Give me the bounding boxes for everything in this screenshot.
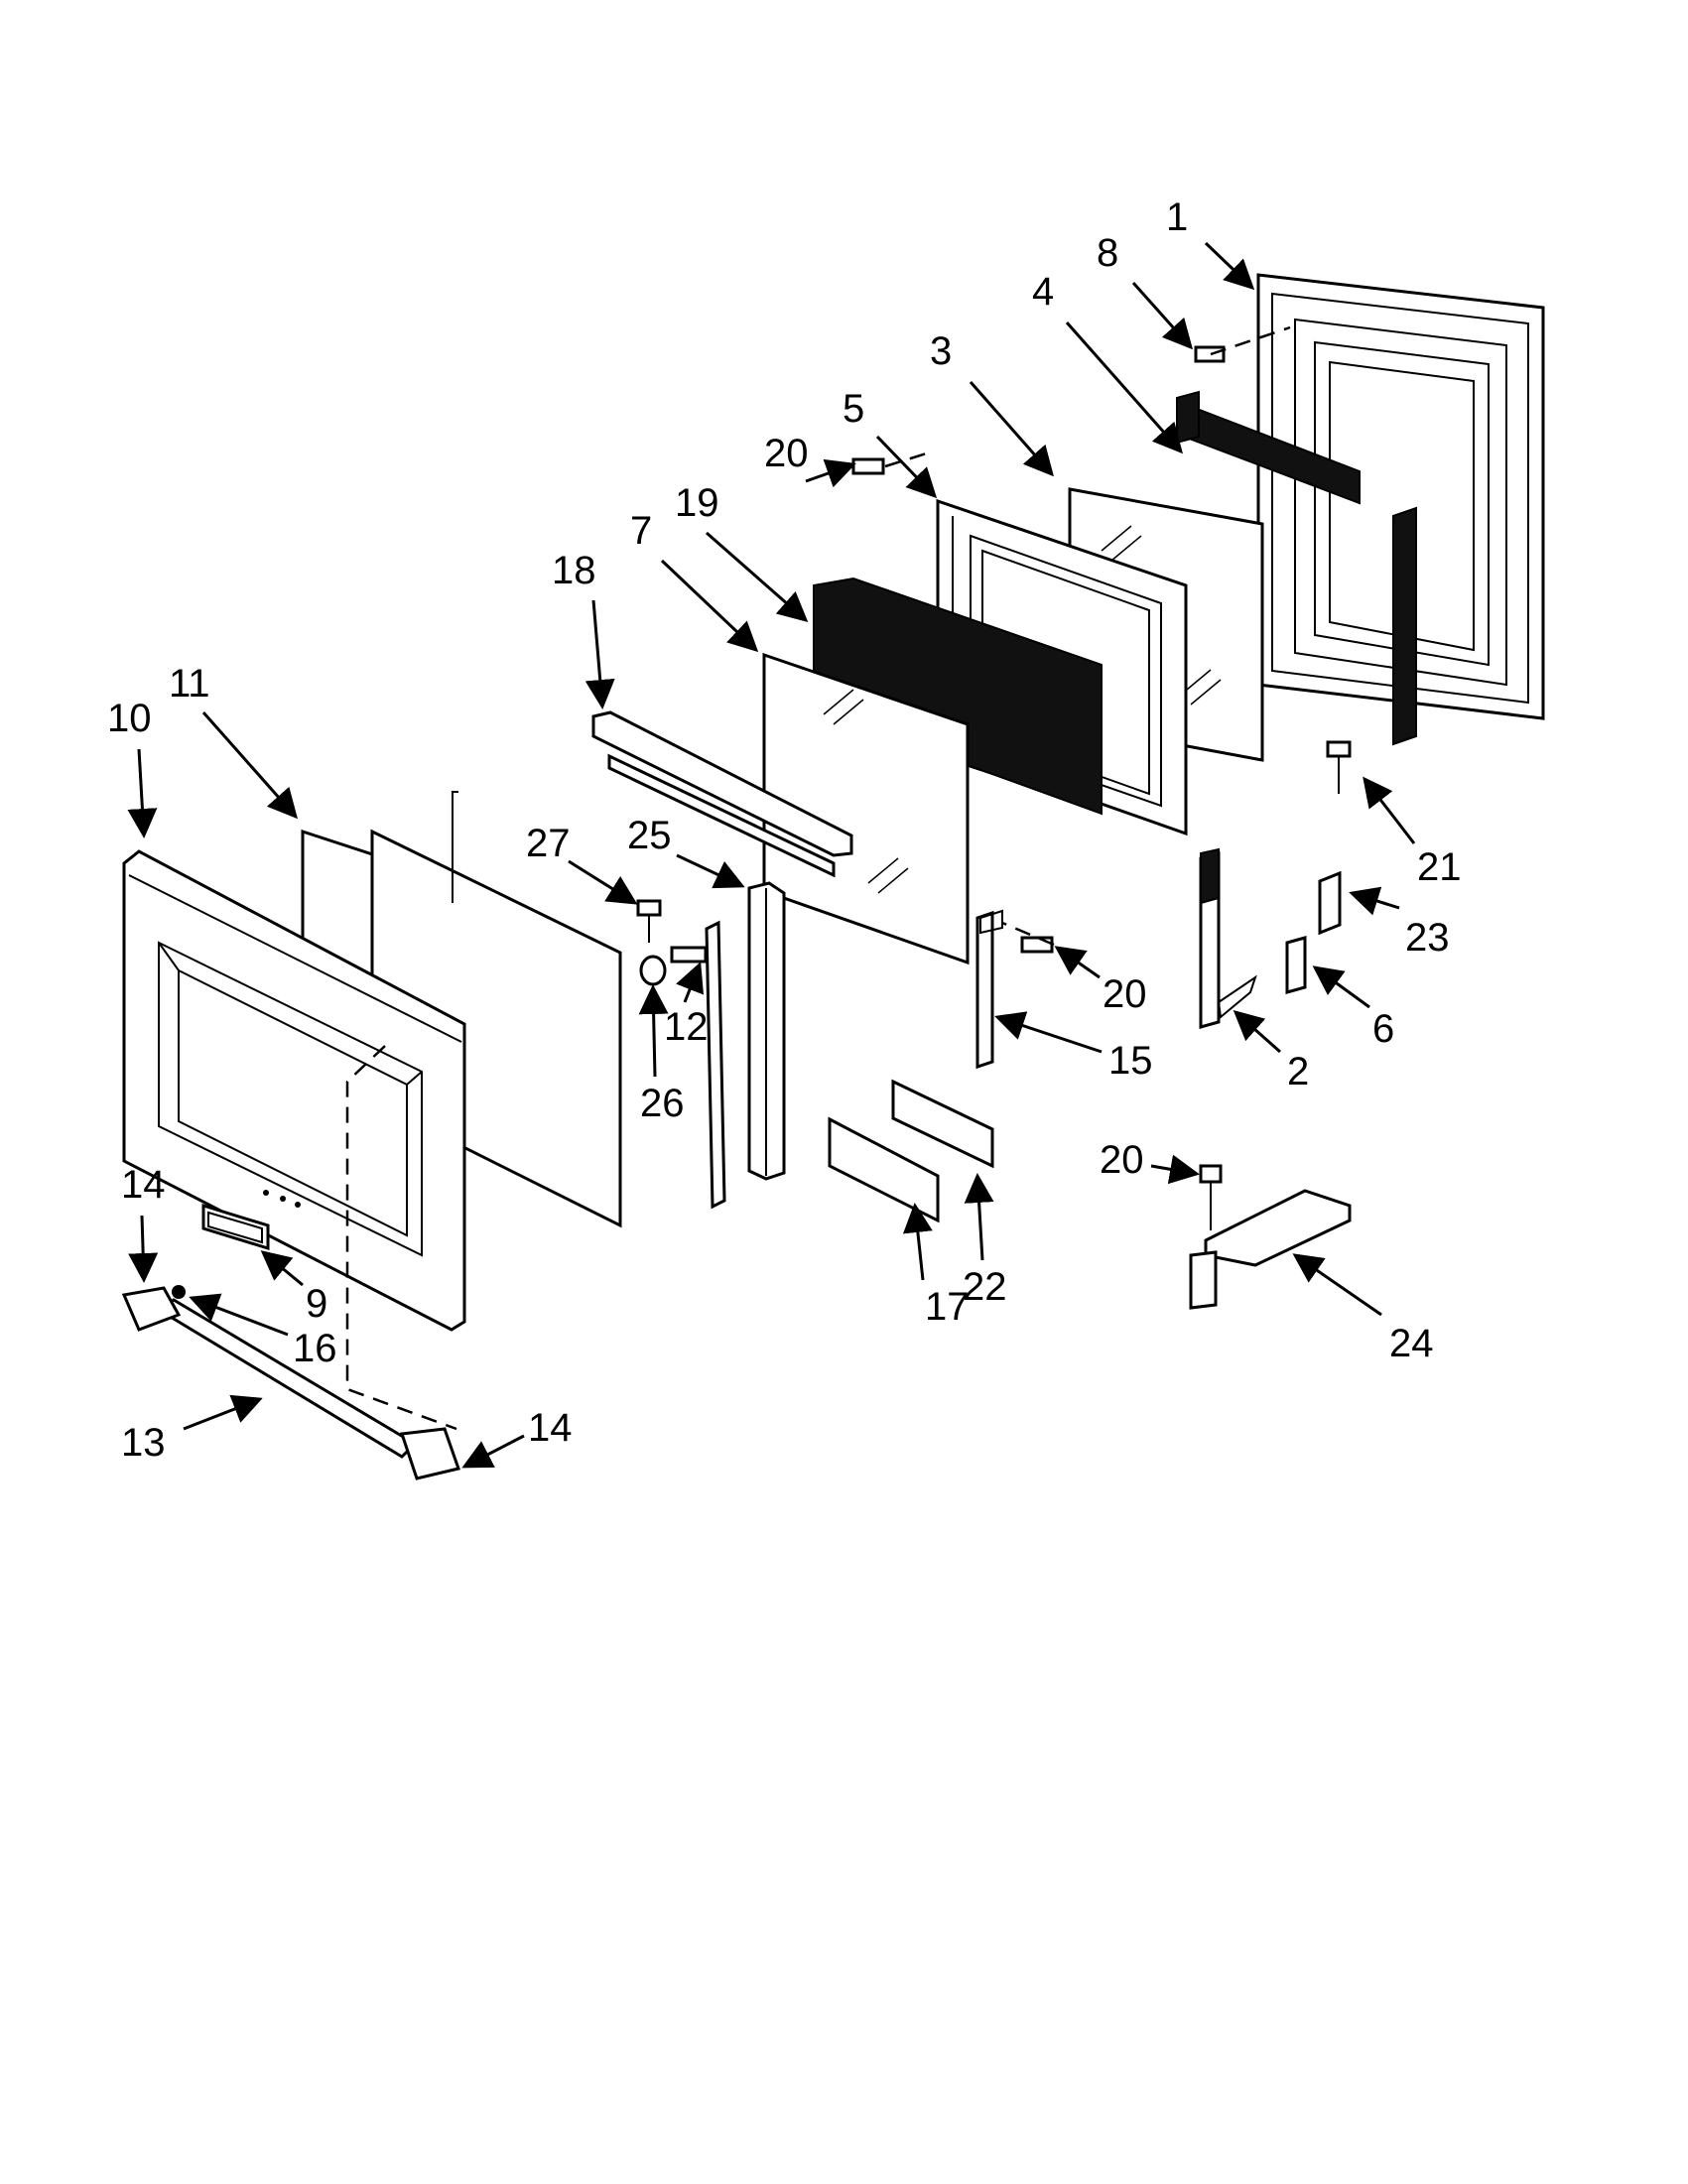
callout-11: 11 — [169, 662, 210, 706]
callout-13: 13 — [121, 1421, 166, 1465]
callout-27: 27 — [526, 822, 571, 865]
assembly-lines — [345, 325, 1291, 1431]
part-1-inner-door-panel — [1256, 273, 1545, 720]
callout-14-left: 14 — [121, 1163, 166, 1207]
callout-20-mid: 20 — [1103, 972, 1147, 1016]
callout-19: 19 — [675, 481, 719, 525]
callout-26: 26 — [640, 1082, 685, 1125]
callout-16: 16 — [293, 1327, 337, 1370]
callout-2: 2 — [1287, 1050, 1309, 1093]
callout-18: 18 — [552, 549, 596, 592]
part-25-side-trim — [747, 881, 786, 1181]
callout-15: 15 — [1108, 1039, 1153, 1083]
callout-10: 10 — [107, 697, 152, 740]
callout-21: 21 — [1417, 845, 1462, 889]
part-20-screw-mid — [1020, 936, 1054, 954]
callout-25: 25 — [627, 814, 672, 857]
callout-9: 9 — [306, 1282, 327, 1326]
part-18-top-channel — [591, 710, 853, 878]
part-6-clip — [1285, 936, 1307, 994]
callout-24: 24 — [1389, 1322, 1434, 1365]
callout-20-low: 20 — [1100, 1138, 1144, 1182]
callout-1: 1 — [1166, 195, 1188, 239]
part-20-screw-top — [851, 457, 885, 475]
callout-8: 8 — [1097, 231, 1118, 275]
part-13-handle — [121, 1285, 460, 1480]
part-24-base-bracket — [1189, 1189, 1352, 1310]
callout-17: 17 — [925, 1285, 970, 1329]
callout-5: 5 — [843, 387, 864, 431]
part-2-hinge — [1199, 847, 1257, 1029]
part-8-screw — [1194, 345, 1226, 363]
callout-14-right: 14 — [528, 1406, 573, 1450]
callouts: 1 2 3 4 5 6 7 8 9 10 11 12 13 14 14 15 1 — [107, 195, 1462, 1469]
callout-22: 22 — [963, 1265, 1007, 1309]
part-23-clip — [1318, 870, 1342, 936]
part-22-channel — [891, 1079, 994, 1169]
side-strip — [705, 920, 726, 1210]
part-15-bracket — [975, 909, 1003, 1070]
callout-12: 12 — [664, 1005, 709, 1049]
part-10-outer-door-frame — [122, 849, 466, 1332]
part-26-bushing — [639, 955, 667, 986]
callout-3: 3 — [930, 329, 952, 373]
part-17-channel — [828, 1116, 940, 1223]
part-9-badge — [201, 1203, 270, 1251]
callout-4: 4 — [1032, 270, 1054, 314]
callout-23: 23 — [1405, 916, 1450, 960]
part-21-screw — [1326, 740, 1352, 794]
part-20-screw-low — [1199, 1164, 1223, 1230]
callout-6: 6 — [1372, 1007, 1394, 1051]
callout-20-top: 20 — [764, 432, 809, 475]
part-27-screw — [636, 899, 662, 943]
part-12-screw — [670, 946, 708, 964]
callout-7: 7 — [630, 509, 652, 553]
